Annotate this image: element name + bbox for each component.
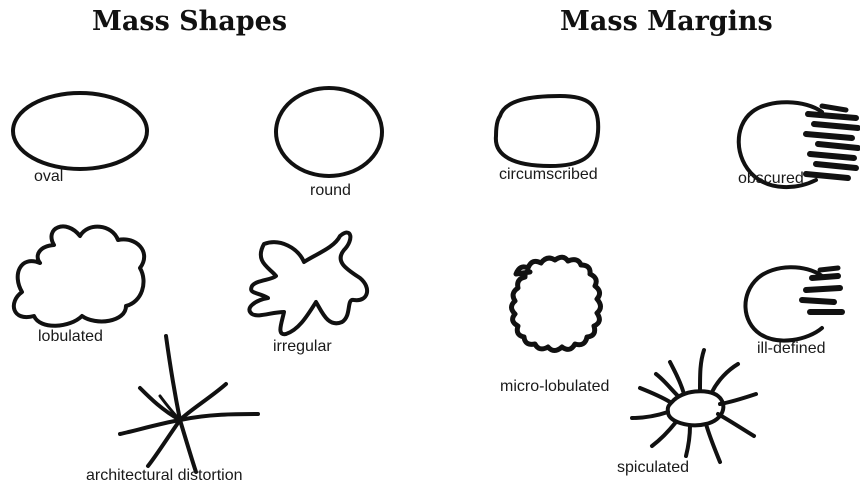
round-shape (276, 88, 382, 176)
obscured-margin-smudge (806, 106, 858, 178)
oval-label: oval (34, 168, 63, 186)
circumscribed-label: circumscribed (499, 166, 598, 184)
lobulated-label: lobulated (38, 328, 103, 346)
micro-lobulated-label: micro-lobulated (500, 378, 609, 396)
spiculated-label: spiculated (617, 459, 689, 477)
irregular-label: irregular (273, 338, 332, 356)
circumscribed-shape (496, 96, 598, 166)
lobulated-shape (14, 226, 144, 325)
ill-defined-margin-smudge (802, 268, 842, 312)
round-label: round (310, 182, 351, 200)
oval-shape (13, 93, 147, 169)
architectural-distortion-label: architectural distortion (86, 467, 243, 485)
obscured-label: obscured (738, 170, 804, 188)
spiculated-shape (632, 350, 756, 462)
architectural-distortion-shape (120, 336, 258, 472)
irregular-shape (249, 233, 367, 335)
micro-lobulated-shape (512, 257, 601, 350)
ill-defined-label: ill-defined (757, 340, 825, 358)
